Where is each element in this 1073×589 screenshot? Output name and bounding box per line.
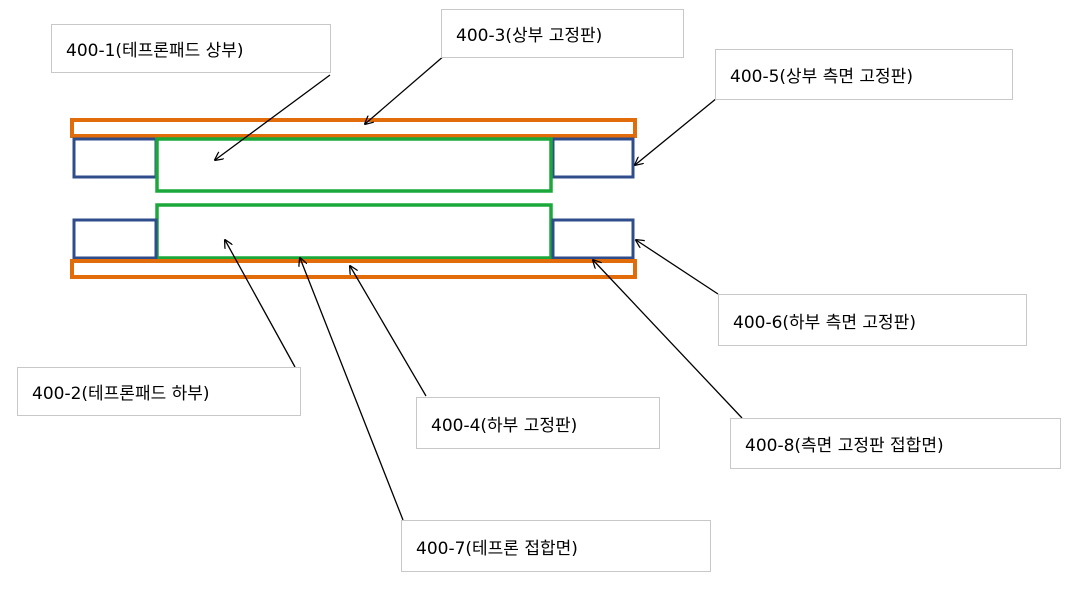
label-400-4: 400-4(하부 고정판) (416, 397, 660, 449)
upper-teflon-pad (155, 137, 553, 193)
lower-left-side-plate (72, 218, 158, 260)
leader-400-8 (593, 260, 743, 419)
leader-400-6 (636, 240, 719, 295)
leader-400-2 (225, 240, 296, 368)
label-400-8: 400-8(측면 고정판 접합면) (730, 418, 1061, 469)
label-400-7: 400-7(테프론 접합면) (401, 520, 711, 572)
lower-fixing-plate (70, 259, 637, 279)
label-400-5: 400-5(상부 측면 고정판) (715, 49, 1013, 100)
leader-400-5 (635, 97, 718, 165)
label-400-1: 400-1(테프론패드 상부) (51, 24, 331, 73)
lower-right-side-plate (551, 218, 635, 260)
lower-teflon-pad (155, 203, 553, 260)
label-400-2: 400-2(테프론패드 하부) (17, 367, 301, 416)
upper-fixing-plate (70, 118, 637, 138)
label-400-3: 400-3(상부 고정판) (441, 9, 684, 58)
leader-400-1 (215, 74, 331, 160)
leader-400-7 (300, 258, 404, 521)
upper-right-side-plate (551, 137, 635, 179)
upper-left-side-plate (72, 137, 158, 179)
leader-400-4 (350, 266, 427, 397)
label-400-6: 400-6(하부 측면 고정판) (718, 294, 1027, 346)
leader-400-3 (365, 54, 446, 124)
